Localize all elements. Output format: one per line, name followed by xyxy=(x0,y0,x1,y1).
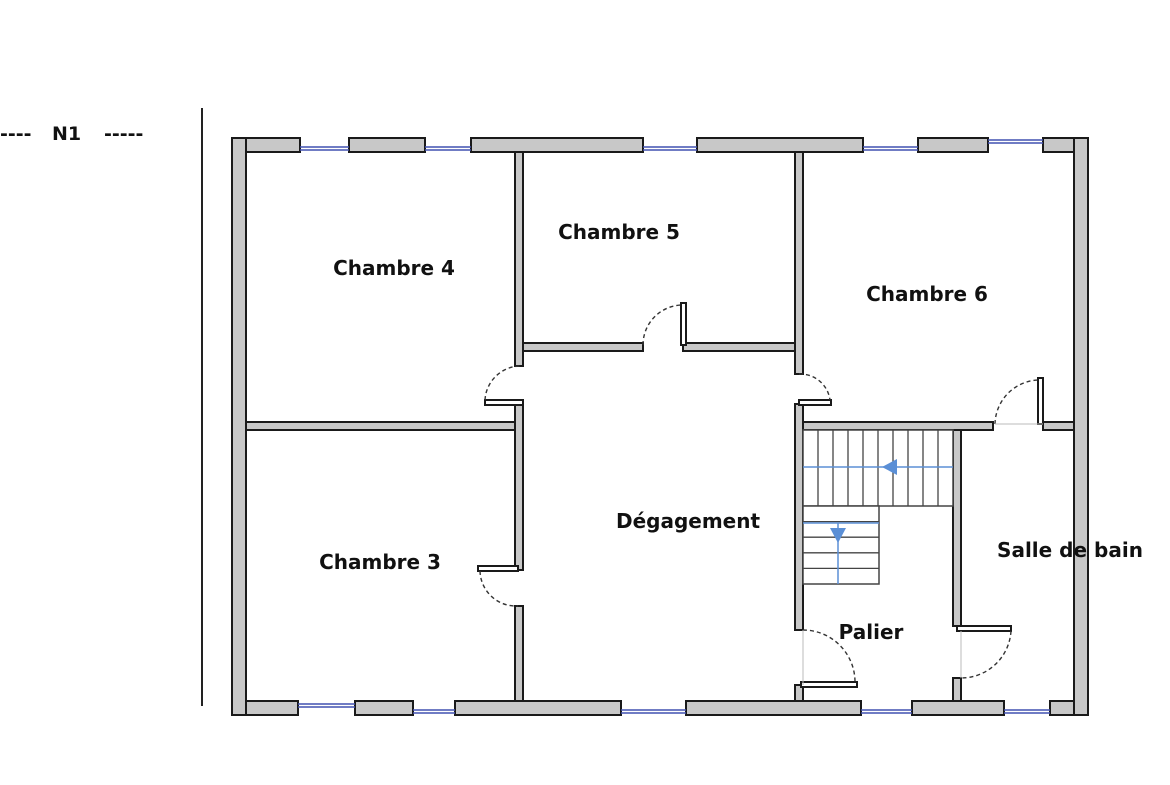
level-dashes-right: ----- xyxy=(104,123,143,145)
window xyxy=(861,709,912,714)
room-label-chambre-3: Chambre 3 xyxy=(319,550,441,574)
window xyxy=(300,146,349,151)
wall-interior xyxy=(794,151,804,375)
door-swing xyxy=(802,629,856,683)
level-name: N1 xyxy=(52,123,81,145)
wall-interior xyxy=(245,421,516,431)
wall-segment xyxy=(354,700,414,716)
outer-walls xyxy=(231,137,1089,716)
level-dashes-left: ---- xyxy=(0,123,32,145)
door-leaf xyxy=(956,625,1012,632)
door-swing xyxy=(484,365,521,401)
window xyxy=(988,139,1043,144)
wall-interior xyxy=(802,421,994,431)
door-swing xyxy=(960,630,1012,679)
wall-segment xyxy=(685,700,862,716)
window xyxy=(863,146,918,151)
door-leaf xyxy=(484,399,524,406)
wall-interior xyxy=(1042,421,1075,431)
window xyxy=(425,146,471,151)
windows xyxy=(298,139,1050,714)
door-leaf xyxy=(798,399,832,406)
staircase xyxy=(802,429,954,585)
window xyxy=(621,709,686,714)
room-label-palier: Palier xyxy=(839,620,904,644)
wall-interior xyxy=(682,342,796,352)
stair-arrow-head xyxy=(882,459,897,475)
room-label-salle-de-bain: Salle de bain xyxy=(997,538,1143,562)
door-leaf xyxy=(1037,377,1044,425)
room-label-chambre-5: Chambre 5 xyxy=(558,220,680,244)
wall-segment xyxy=(454,700,622,716)
level-indicator: ---- N1 ----- xyxy=(0,108,203,706)
door-swing xyxy=(798,373,831,401)
window xyxy=(298,703,355,708)
stair-lower-flight xyxy=(802,505,880,585)
room-label-degagement: Dégagement xyxy=(616,509,761,533)
wall-interior xyxy=(952,677,962,702)
wall-segment xyxy=(917,137,989,153)
wall-segment xyxy=(348,137,426,153)
wall-interior xyxy=(514,605,524,702)
window xyxy=(1004,709,1050,714)
room-label-chambre-6: Chambre 6 xyxy=(866,282,988,306)
stair-arrow-head xyxy=(830,528,846,543)
wall-left xyxy=(231,137,247,716)
wall-interior xyxy=(794,684,804,702)
door-leaf xyxy=(477,565,519,572)
wall-segment xyxy=(696,137,864,153)
room-labels: Chambre 4 Chambre 5 Chambre 6 Chambre 3 … xyxy=(319,220,1143,644)
door-leaf xyxy=(800,681,858,688)
window xyxy=(413,709,455,714)
door-swing xyxy=(479,570,519,607)
door-swing xyxy=(994,379,1039,425)
room-label-chambre-4: Chambre 4 xyxy=(333,256,455,280)
wall-interior xyxy=(514,399,524,571)
wall-segment xyxy=(470,137,644,153)
wall-interior xyxy=(794,403,804,631)
doors xyxy=(477,302,1044,688)
wall-interior xyxy=(952,429,962,627)
door-leaf xyxy=(680,302,687,346)
wall-interior xyxy=(514,151,524,367)
door-swing xyxy=(642,304,682,346)
window xyxy=(643,146,697,151)
wall-interior xyxy=(522,342,644,352)
wall-segment xyxy=(911,700,1005,716)
wall-right xyxy=(1073,137,1089,716)
